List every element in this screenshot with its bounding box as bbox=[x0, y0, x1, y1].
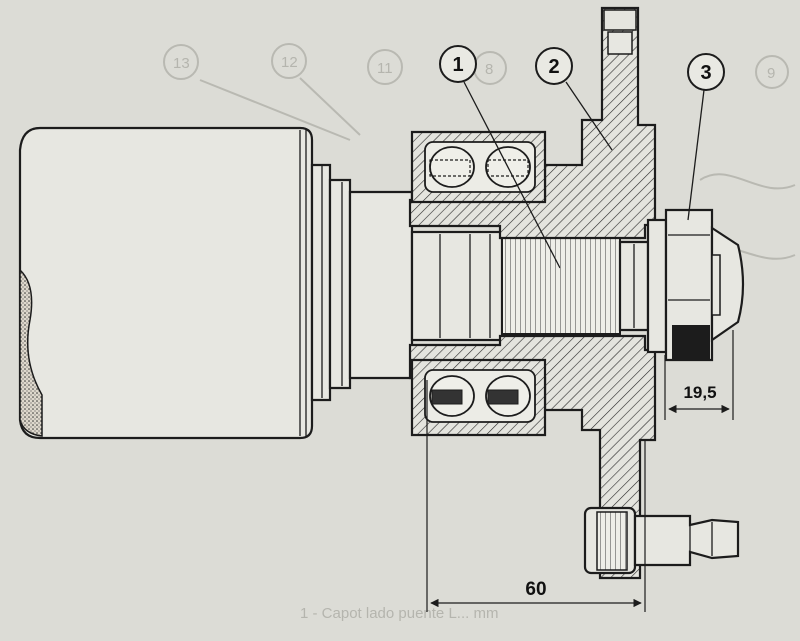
callout-3-label: 3 bbox=[700, 62, 711, 84]
splined-shaft-section bbox=[501, 237, 650, 335]
ghost-callout-8: 8 bbox=[485, 61, 493, 78]
dimension-60-label: 60 bbox=[525, 579, 546, 600]
callout-1: 1 bbox=[439, 45, 561, 269]
callout-2-label: 2 bbox=[548, 56, 559, 78]
callout-2: 2 bbox=[535, 47, 613, 151]
drive-shaft-drum bbox=[18, 126, 314, 440]
callout-3: 3 bbox=[687, 53, 725, 221]
upper-bearing bbox=[410, 130, 547, 204]
ghost-callout-12: 12 bbox=[281, 54, 298, 71]
wheel-stud bbox=[583, 506, 740, 575]
ghost-caption: 1 - Capot lado puente L... mm bbox=[300, 605, 498, 622]
shaft-tip bbox=[711, 254, 721, 316]
axle-nut bbox=[646, 208, 745, 362]
callout-1-label: 1 bbox=[452, 54, 463, 76]
dimension-19-5-label: 19,5 bbox=[683, 383, 716, 402]
shaft-neck bbox=[310, 163, 414, 402]
ghost-callout-13: 13 bbox=[173, 55, 190, 72]
hub-shaft bbox=[410, 230, 504, 342]
dimension-19-5: 19,5 bbox=[664, 330, 734, 420]
ghost-callout-11: 11 bbox=[377, 60, 393, 77]
dimension-60: 60 bbox=[426, 380, 646, 612]
lower-bearing bbox=[410, 358, 547, 437]
ghost-callout-9: 9 bbox=[767, 65, 775, 82]
